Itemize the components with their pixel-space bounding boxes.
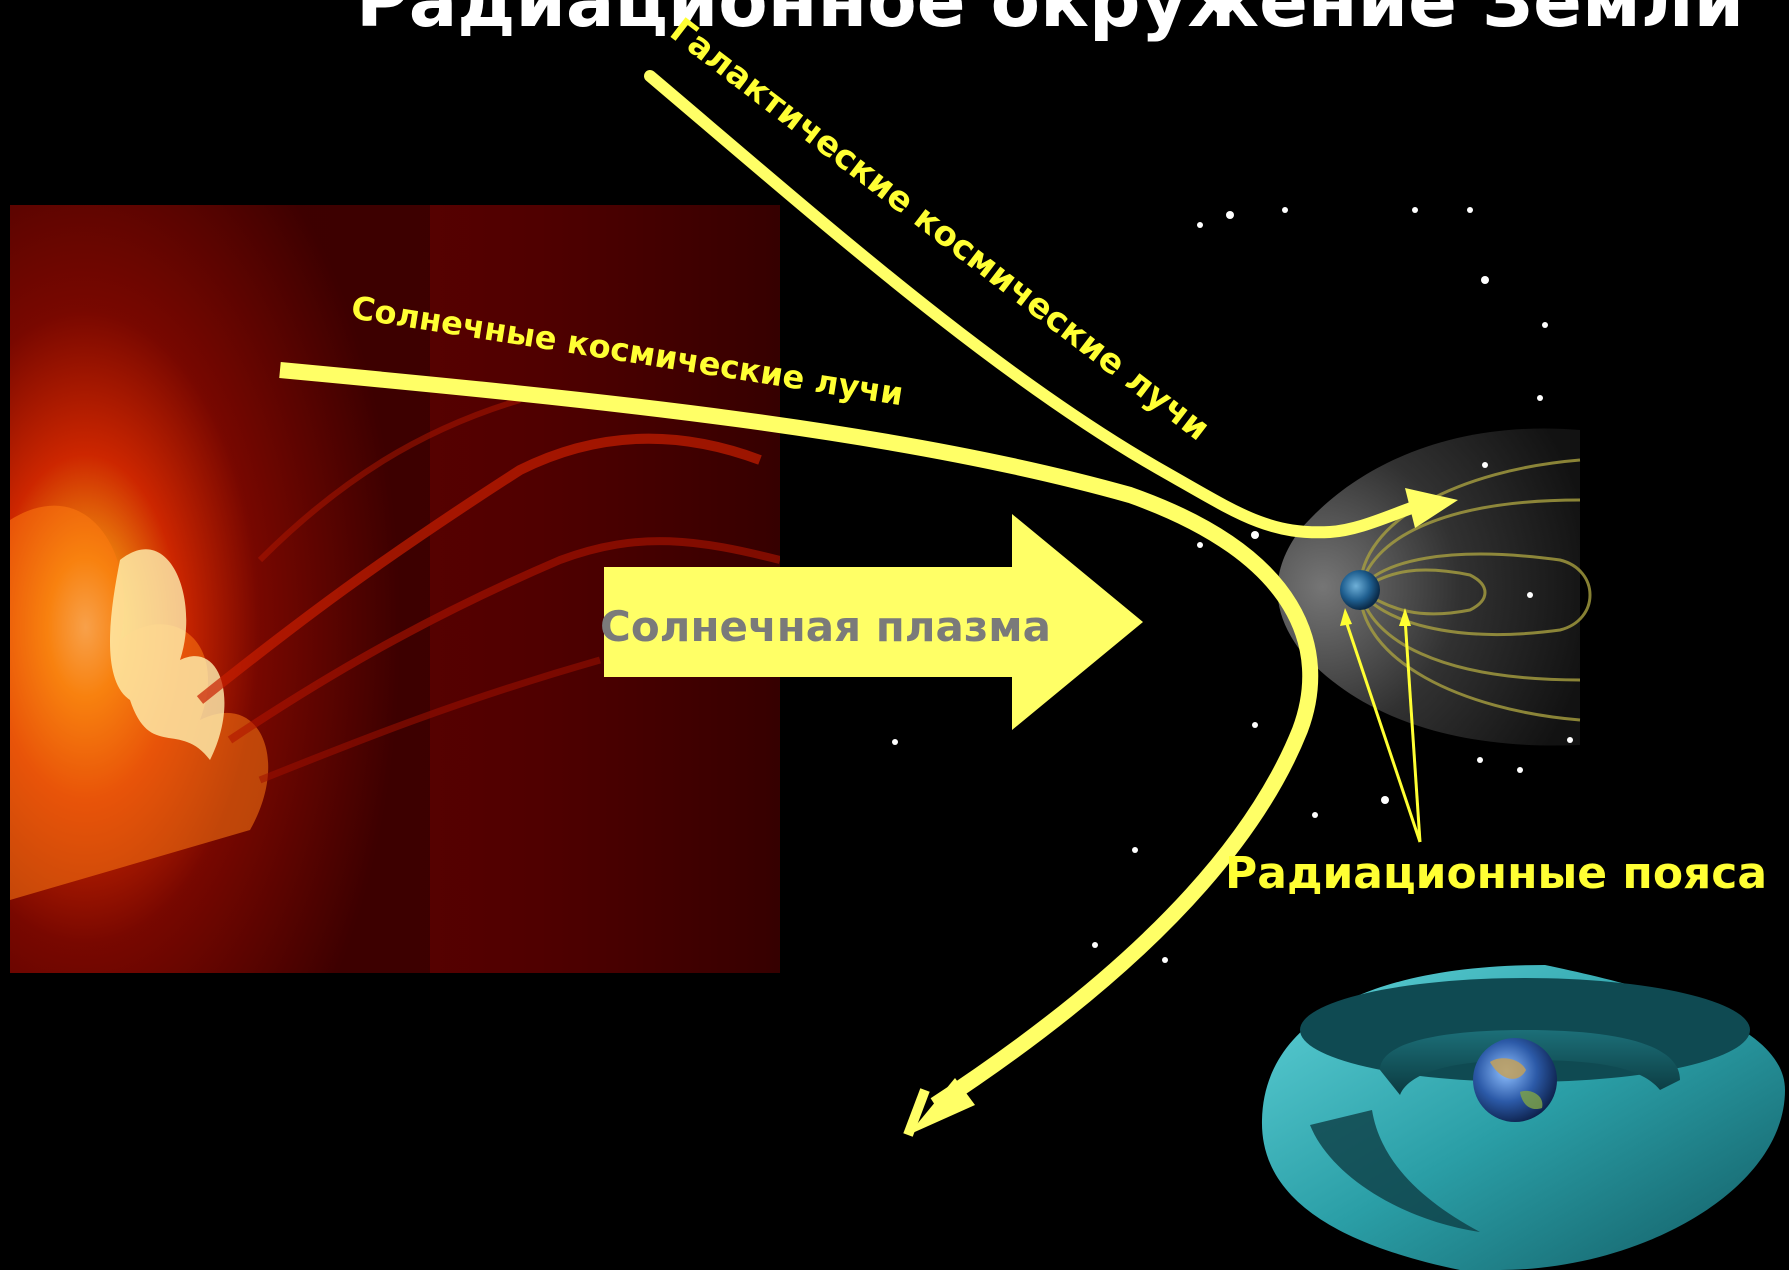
solar-plasma-label: Солнечная плазма <box>600 602 1051 651</box>
radiation-belts-3d-image <box>1262 965 1785 1270</box>
earth-globe-icon-3d <box>1473 1038 1557 1122</box>
page-title: Радиационное окружение Земли <box>356 0 1744 43</box>
earth-globe-icon <box>1340 570 1380 610</box>
radiation-belts-label: Радиационные пояса <box>1225 848 1767 899</box>
